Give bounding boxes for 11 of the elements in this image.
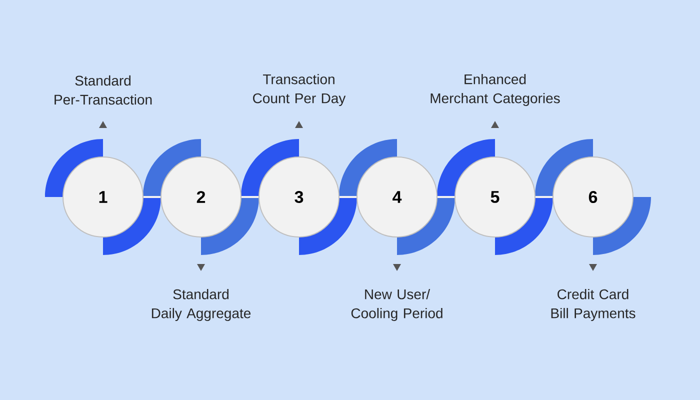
step-label: Standard Per-Transaction [54,75,152,105]
connector-line [438,196,454,198]
step-label: New User/ Cooling Period [351,288,442,322]
step-label: Credit Card Bill Payments [551,288,636,322]
step-label: Transaction Count Per Day [253,74,346,106]
connector-line [144,196,160,198]
connector-line [242,196,258,198]
step-label: Standard Daily Aggregate [152,288,251,322]
connector-line [536,196,552,198]
step-label: Enhanced Merchant Categories [430,74,560,106]
connector-line [340,196,356,198]
